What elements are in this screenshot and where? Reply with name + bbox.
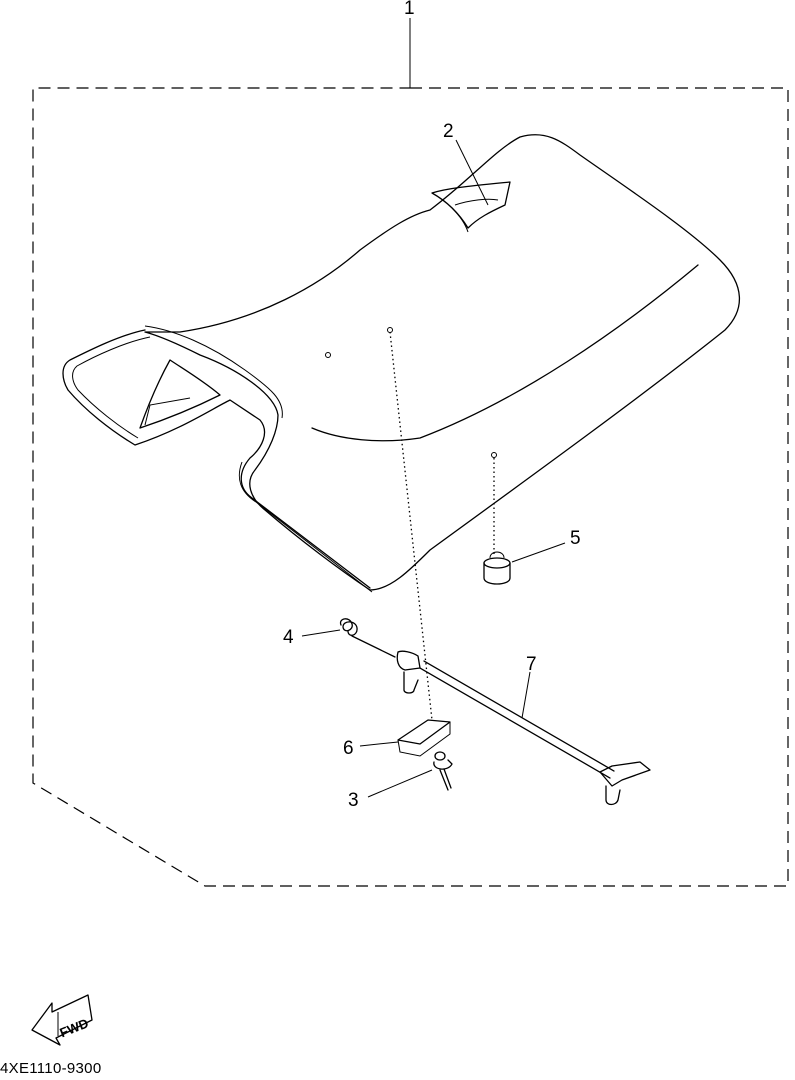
rivet-part <box>433 751 453 791</box>
callout-line-5 <box>511 542 566 563</box>
label-3: 3 <box>348 790 359 811</box>
seat-part <box>62 134 741 593</box>
fwd-arrow-icon: FWD <box>31 994 93 1046</box>
alignment-line-a <box>389 331 433 721</box>
seat-strap-part <box>431 181 511 233</box>
callout-line-2 <box>455 139 489 206</box>
damper-part <box>483 551 511 585</box>
callout-line-3 <box>367 769 433 798</box>
label-7: 7 <box>526 654 537 675</box>
lock-rod-part <box>396 650 651 806</box>
callout-line-4 <box>301 629 341 637</box>
callout-line-6 <box>359 741 399 747</box>
spring-part <box>339 618 396 658</box>
fwd-label: FWD <box>58 1015 91 1040</box>
diagram-code: 4XE1110-9300 <box>0 1060 101 1075</box>
label-2: 2 <box>443 121 454 142</box>
label-4: 4 <box>283 627 294 648</box>
assembly-boundary <box>32 87 789 887</box>
callout-line-7 <box>521 671 531 719</box>
label-1: 1 <box>404 0 415 19</box>
label-5: 5 <box>570 528 581 549</box>
plate-part <box>397 719 451 757</box>
label-6: 6 <box>343 738 354 759</box>
